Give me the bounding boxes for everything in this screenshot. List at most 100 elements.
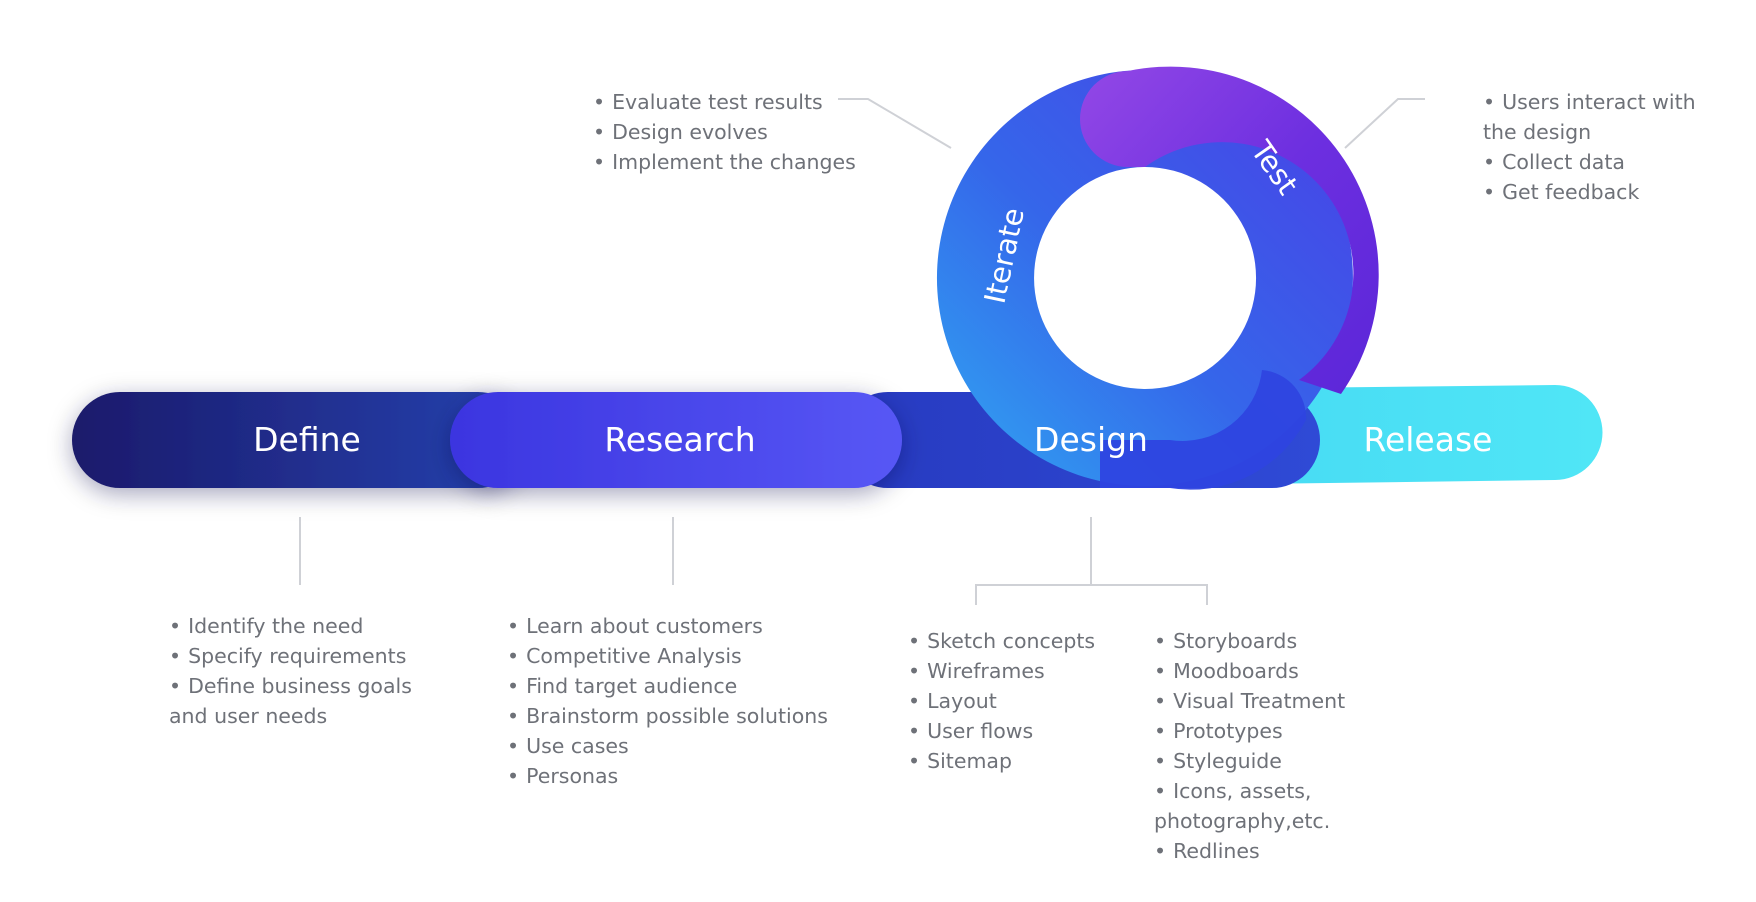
- note-item: •Prototypes: [1154, 716, 1345, 746]
- bullet-icon: •: [1154, 749, 1167, 773]
- bullet-icon: •: [507, 674, 520, 698]
- stage-design-label: Design: [1034, 420, 1148, 459]
- bullet-icon: •: [507, 764, 520, 788]
- note-text: Personas: [526, 764, 619, 788]
- note-text: Storyboards: [1173, 629, 1298, 653]
- bullet-icon: •: [169, 644, 182, 668]
- note-item: the design: [1483, 117, 1696, 147]
- connector-design-right: [1091, 584, 1208, 605]
- note-text: Styleguide: [1173, 749, 1282, 773]
- bullet-icon: •: [593, 90, 606, 114]
- note-item: •Get feedback: [1483, 177, 1696, 207]
- note-item: •Identify the need: [169, 611, 412, 641]
- note-item: photography,etc.: [1154, 806, 1345, 836]
- note-text: User flows: [927, 719, 1034, 743]
- bullet-icon: •: [908, 749, 921, 773]
- bullet-icon: •: [1483, 180, 1496, 204]
- bullet-icon: •: [908, 719, 921, 743]
- notes-research: •Learn about customers•Competitive Analy…: [507, 611, 828, 791]
- notes-define: •Identify the need•Specify requirements•…: [169, 611, 412, 731]
- bullet-icon: •: [507, 734, 520, 758]
- notes-design-left: •Sketch concepts•Wireframes•Layout•User …: [908, 626, 1095, 776]
- note-text: photography,etc.: [1154, 809, 1331, 833]
- note-item: •Sketch concepts: [908, 626, 1095, 656]
- bullet-icon: •: [1483, 90, 1496, 114]
- note-text: Prototypes: [1173, 719, 1283, 743]
- connector-lines: [299, 98, 1425, 605]
- note-item: •Use cases: [507, 731, 828, 761]
- bullet-icon: •: [1154, 719, 1167, 743]
- iterate-test-loop: [936, 66, 1379, 490]
- note-text: Evaluate test results: [612, 90, 823, 114]
- bullet-icon: •: [169, 614, 182, 638]
- note-text: Get feedback: [1502, 180, 1640, 204]
- bullet-icon: •: [1154, 689, 1167, 713]
- note-text: Identify the need: [188, 614, 364, 638]
- note-item: •Redlines: [1154, 836, 1345, 866]
- stage-release-label: Release: [1364, 420, 1493, 459]
- bullet-icon: •: [1154, 659, 1167, 683]
- note-item: •Collect data: [1483, 147, 1696, 177]
- notes-iterate: •Evaluate test results•Design evolves•Im…: [593, 87, 856, 177]
- note-item: •Competitive Analysis: [507, 641, 828, 671]
- bullet-icon: •: [1154, 629, 1167, 653]
- stage-research-label: Research: [604, 420, 755, 459]
- note-item: •Moodboards: [1154, 656, 1345, 686]
- note-text: Visual Treatment: [1173, 689, 1346, 713]
- note-text: the design: [1483, 120, 1592, 144]
- note-item: and user needs: [169, 701, 412, 731]
- note-text: Moodboards: [1173, 659, 1299, 683]
- note-text: Define business goals: [188, 674, 412, 698]
- note-text: Implement the changes: [612, 150, 856, 174]
- connector-iterate: [838, 98, 952, 149]
- note-item: •Learn about customers: [507, 611, 828, 641]
- bullet-icon: •: [593, 120, 606, 144]
- bullet-icon: •: [169, 674, 182, 698]
- loop-ring: [936, 70, 1353, 486]
- note-item: •Personas: [507, 761, 828, 791]
- note-text: Brainstorm possible solutions: [526, 704, 828, 728]
- note-text: Use cases: [526, 734, 629, 758]
- note-item: •Define business goals: [169, 671, 412, 701]
- note-text: Competitive Analysis: [526, 644, 742, 668]
- bullet-icon: •: [1154, 839, 1167, 863]
- note-text: Design evolves: [612, 120, 768, 144]
- note-item: •Brainstorm possible solutions: [507, 701, 828, 731]
- stage-define: [72, 392, 526, 488]
- bullet-icon: •: [507, 704, 520, 728]
- note-item: •Find target audience: [507, 671, 828, 701]
- note-text: Wireframes: [927, 659, 1045, 683]
- note-item: •Sitemap: [908, 746, 1095, 776]
- connector-test: [1344, 98, 1425, 149]
- note-text: Find target audience: [526, 674, 738, 698]
- bullet-icon: •: [507, 644, 520, 668]
- loop-return: [1100, 370, 1307, 490]
- note-text: and user needs: [169, 704, 328, 728]
- note-item: •Users interact with: [1483, 87, 1696, 117]
- connector-design: [975, 517, 1092, 605]
- note-text: Specify requirements: [188, 644, 407, 668]
- stage-research: [450, 392, 902, 488]
- bullet-icon: •: [593, 150, 606, 174]
- bullet-icon: •: [908, 629, 921, 653]
- bullet-icon: •: [908, 689, 921, 713]
- note-text: Redlines: [1173, 839, 1260, 863]
- note-text: Layout: [927, 689, 997, 713]
- loop-test-arc: [1080, 66, 1379, 395]
- note-item: •Evaluate test results: [593, 87, 856, 117]
- note-item: •Design evolves: [593, 117, 856, 147]
- note-text: Learn about customers: [526, 614, 763, 638]
- note-text: Users interact with: [1502, 90, 1696, 114]
- note-item: •Wireframes: [908, 656, 1095, 686]
- note-text: Sketch concepts: [927, 629, 1096, 653]
- note-item: •Implement the changes: [593, 147, 856, 177]
- stage-define-label: Define: [253, 420, 361, 459]
- bullet-icon: •: [1154, 779, 1167, 803]
- bullet-icon: •: [507, 614, 520, 638]
- note-text: Sitemap: [927, 749, 1012, 773]
- note-item: •User flows: [908, 716, 1095, 746]
- note-text: Icons, assets,: [1173, 779, 1312, 803]
- bullet-icon: •: [908, 659, 921, 683]
